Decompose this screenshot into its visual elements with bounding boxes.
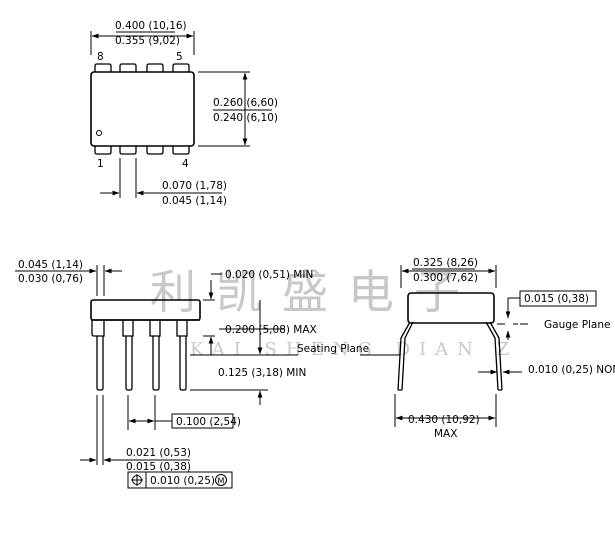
end-lead-left [397, 321, 414, 391]
lead-width-max: 0.070 (1,78) [162, 180, 227, 192]
top-height-max: 0.260 (6,60) [213, 97, 278, 109]
lead-width-min: 0.045 (1,14) [162, 195, 227, 207]
pin-label-8: 8 [97, 51, 104, 63]
spread-max-word: MAX [434, 428, 457, 440]
bottom-lead-1 [94, 146, 112, 155]
standoff-label: 0.020 (0,51) MIN [225, 269, 313, 281]
top-width-min: 0.355 (9,02) [115, 35, 180, 47]
spread-max-label: 0.430 (10,92) [408, 414, 480, 426]
lead-dia-max: 0.021 (0,53) [126, 447, 191, 459]
top-height-min: 0.240 (6,10) [213, 112, 278, 124]
row-width-min: 0.300 (7,62) [413, 272, 478, 284]
lead-thickness-label: 0.010 (0,25) NOM [528, 364, 615, 376]
body-height-label: 0.200 (5,08) MAX [225, 324, 317, 336]
pitch-box [171, 413, 234, 429]
gauge-dim-label: 0.015 (0,38) [524, 293, 589, 305]
pin1-marker [96, 130, 102, 136]
position-tolerance-value: 0.010 (0,25) [150, 475, 215, 487]
mmc-modifier-letter: M [218, 477, 225, 486]
side-shoulders [91, 320, 188, 337]
lead-length-label: 0.125 (3,18) MIN [218, 367, 306, 379]
lead-dia-min: 0.015 (0,38) [126, 461, 191, 473]
end-view-body [407, 292, 495, 324]
end-view-labels: 0.325 (8,26) 0.300 (7,62) 0.015 (0,38) G… [408, 257, 615, 440]
pitch-label: 0.100 (2,54) [176, 416, 241, 428]
side-view-labels: 0.045 (1,14) 0.030 (0,76) 0.020 (0,51) M… [18, 259, 369, 487]
top-lead-7 [119, 63, 137, 72]
side-leads [96, 336, 187, 391]
side-view [15, 265, 400, 489]
top-lead-8 [94, 63, 112, 72]
top-lead-6 [146, 63, 164, 72]
pin-label-5: 5 [176, 51, 183, 63]
top-view [90, 31, 272, 198]
end-view [394, 265, 597, 427]
pin-label-1: 1 [97, 158, 104, 170]
bottom-lead-4 [172, 146, 190, 155]
position-tolerance-frame [127, 471, 233, 489]
mmc-modifier-icon [215, 474, 227, 486]
row-width-max: 0.325 (8,26) [413, 257, 478, 269]
top-view-labels: 0.400 (10,16) 0.355 (9,02) 8 5 1 4 0.260… [97, 20, 278, 207]
end-dim-max: 0.045 (1,14) [18, 259, 83, 271]
gauge-plane-label: Gauge Plane [544, 319, 611, 331]
top-lead-5 [172, 63, 190, 72]
top-width-max: 0.400 (10,16) [115, 20, 187, 32]
end-dim-min: 0.030 (0,76) [18, 273, 83, 285]
bottom-lead-2 [119, 146, 137, 155]
pin-label-4: 4 [182, 158, 189, 170]
top-view-body [90, 71, 195, 147]
bottom-lead-3 [146, 146, 164, 155]
seating-plane-label: Seating Plane [297, 343, 369, 355]
gauge-dim-box [519, 290, 597, 307]
